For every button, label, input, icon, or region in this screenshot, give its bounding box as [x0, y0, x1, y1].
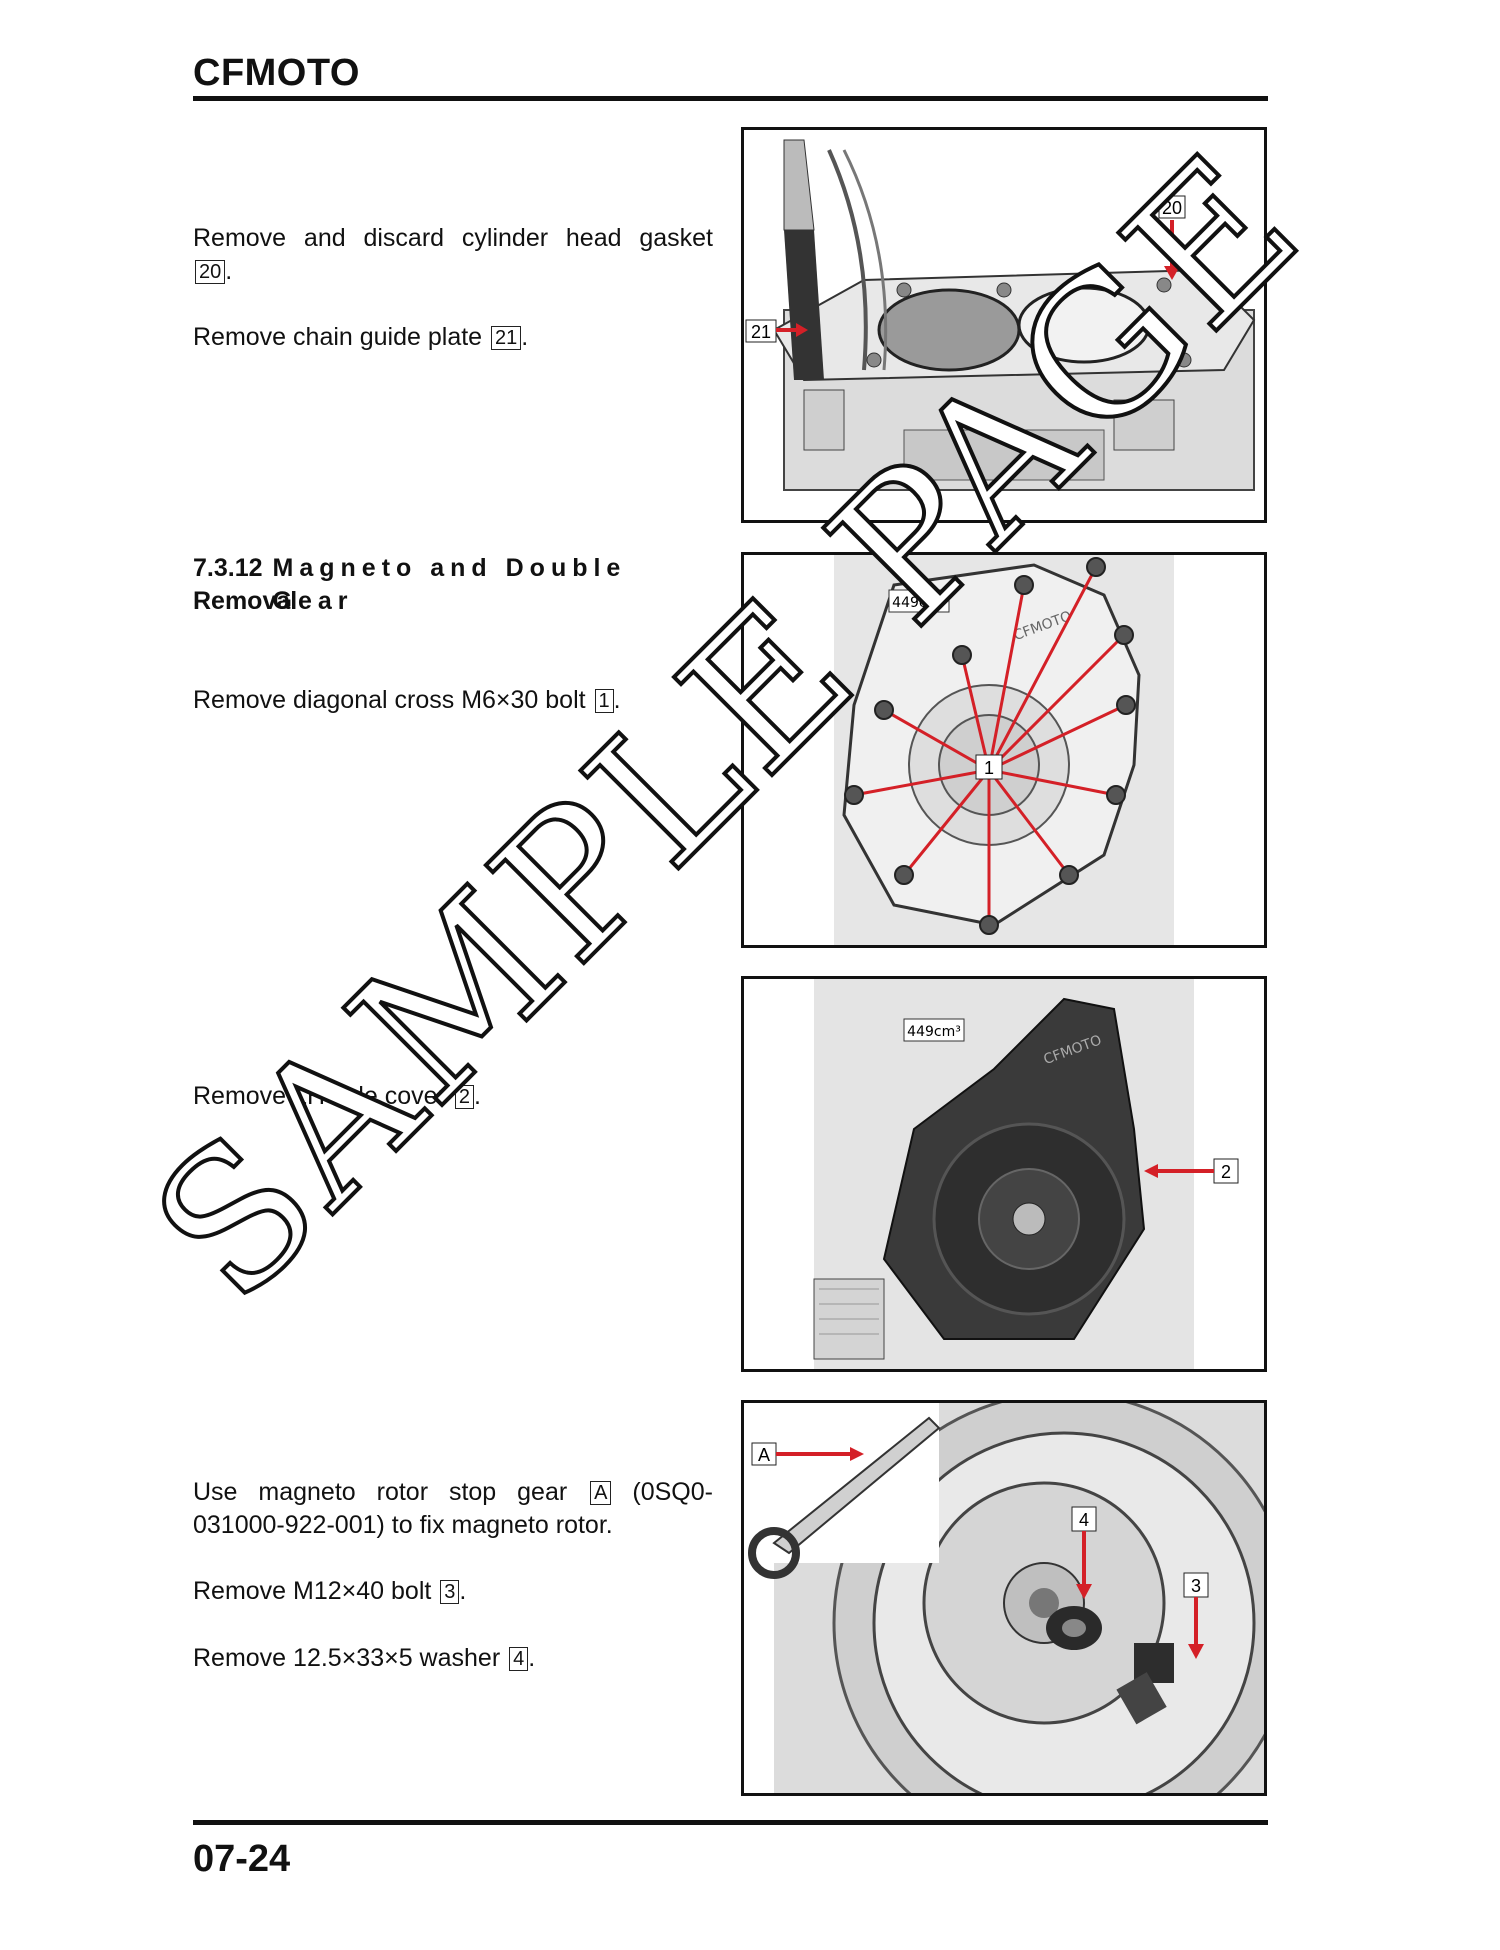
callout-ref-21: 21 — [491, 326, 522, 350]
figure-magneto-rotor: A 4 3 — [741, 1400, 1267, 1796]
step-remove-m12-bolt: Remove M12×40 bolt 3. — [193, 1577, 467, 1605]
step-remove-chain-guide: Remove chain guide plate 21. — [193, 323, 529, 351]
side-cover-illustration: 449cm³ CFMOTO 2 — [813, 979, 1239, 1369]
figure-callout-2: 2 — [1221, 1162, 1231, 1182]
figure-callout-A: A — [758, 1445, 770, 1465]
step-remove-bolts: Remove diagonal cross M6×30 bolt 1. — [193, 686, 621, 714]
footer-rule — [193, 1820, 1268, 1825]
callout-ref-2: 2 — [454, 1085, 474, 1109]
cover-bolts-illustration: 449cm³ CFMOTO 1 — [834, 555, 1174, 945]
figure-cover-bolts: 449cm³ CFMOTO 1 — [741, 552, 1267, 948]
step-remove-washer: Remove 12.5×33×5 washer 4. — [193, 1644, 536, 1672]
figure-capacity-label: 449cm³ — [892, 595, 946, 611]
step-text: Remove diagonal cross M6×30 bolt — [193, 686, 586, 714]
section-heading: 7.3.12 Magneto and Double Gear — [193, 552, 713, 618]
step-text: Use magneto rotor stop gear — [193, 1478, 568, 1506]
step-text-part-number: (0SQ0- — [632, 1478, 713, 1506]
section-number: 7.3.12 — [193, 554, 263, 582]
header-rule — [193, 96, 1268, 101]
figure-callout-4: 4 — [1079, 1510, 1089, 1530]
step-text: Remove LH side cover — [193, 1082, 446, 1110]
figure-callout-21: 21 — [751, 322, 771, 342]
step-remove-head-gasket-ref: 20. — [193, 255, 713, 288]
section-title-line1: Magneto and Double Gear — [272, 554, 627, 615]
callout-ref-3: 3 — [440, 1580, 460, 1604]
callout-ref-1: 1 — [594, 689, 614, 713]
section-title-line2: Removal — [193, 587, 298, 615]
step-text: Remove chain guide plate — [193, 323, 483, 351]
step-fix-magneto-rotor: Use magneto rotor stop gear A (0SQ0- — [193, 1476, 713, 1509]
step-text: Remove 12.5×33×5 washer — [193, 1644, 501, 1672]
figure-callout-20: 20 — [1162, 198, 1182, 218]
step-remove-head-gasket: Remove and discard cylinder head gasket — [193, 222, 713, 255]
figure-capacity-label: 449cm³ — [907, 1024, 961, 1040]
figure-side-cover: 449cm³ CFMOTO 2 — [741, 976, 1267, 1372]
magneto-rotor-illustration: A 4 3 — [744, 1403, 1264, 1793]
callout-ref-4: 4 — [509, 1647, 529, 1671]
step-remove-side-cover: Remove LH side cover 2. — [193, 1082, 481, 1110]
figure-callout-1: 1 — [984, 758, 994, 778]
cylinder-illustration: 20 21 — [745, 139, 1256, 491]
callout-ref-20: 20 — [195, 260, 226, 284]
figure-cylinder-gasket: 20 21 — [741, 127, 1267, 523]
step-text: Remove and discard cylinder head gasket — [193, 224, 713, 252]
figure-callout-3: 3 — [1191, 1576, 1201, 1596]
header-brand-title: CFMOTO — [193, 52, 360, 94]
step-fix-magneto-rotor-line2: 031000-922-001) to fix magneto rotor. — [193, 1511, 613, 1539]
step-text: Remove M12×40 bolt — [193, 1577, 432, 1605]
page-number: 07-24 — [193, 1838, 291, 1880]
callout-ref-A: A — [590, 1481, 612, 1505]
